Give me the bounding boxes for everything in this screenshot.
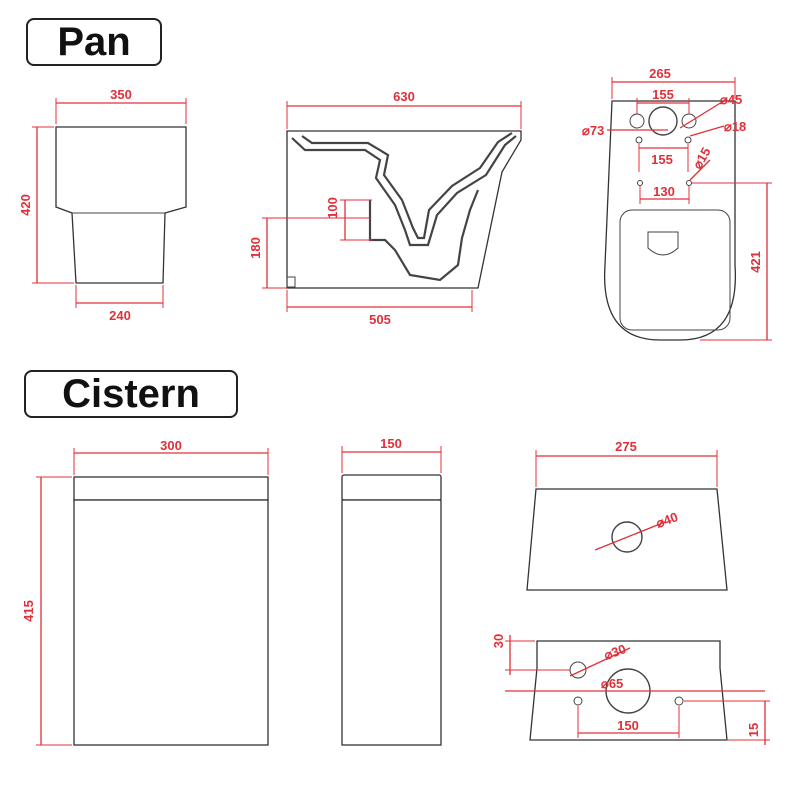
- dim-cistern-side-hole: ⌀30: [602, 641, 628, 663]
- dim-cistern-front-width: 300: [160, 438, 182, 453]
- dim-pan-outlet-height: 180: [248, 237, 263, 259]
- leader-45: [679, 101, 723, 129]
- dim-pan-outlet-size: 100: [325, 197, 340, 219]
- dim-cistern-offset-30: 30: [491, 634, 506, 648]
- dim-cistern-outlet-hole: ⌀65: [601, 676, 623, 691]
- pan-trapway-inner: [301, 132, 513, 240]
- pan-fixing-hole-left: [635, 136, 643, 144]
- cistern-base-view: 30 ⌀30 ⌀65 150 15: [491, 634, 770, 745]
- dim-pan-base-length: 505: [369, 312, 391, 327]
- pan-outlet-section: [368, 189, 480, 282]
- pan-top-view: 265 155 ⌀45 ⌀73 ⌀18 155 ⌀15 130 421: [582, 66, 772, 341]
- pan-base-foot: [286, 276, 296, 288]
- leader-40: [594, 521, 666, 551]
- pan-pin-hole-left: [637, 180, 643, 186]
- pan-fixing-hole-right: [684, 136, 692, 144]
- pan-center-hole: [648, 106, 678, 136]
- pan-side-view: 630 100 180 505: [248, 89, 522, 327]
- dim-pan-side-length: 630: [393, 89, 415, 104]
- cistern-bolt-hole-right: [674, 696, 684, 706]
- cistern-top-outline: [526, 488, 728, 591]
- dim-cistern-top-width: 275: [615, 439, 637, 454]
- cistern-section-label: Cistern: [24, 370, 238, 418]
- pan-front-outline: [55, 126, 187, 284]
- dim-pan-fixing-spacing: 155: [651, 152, 673, 167]
- dim-pan-pin-spacing: 130: [653, 184, 675, 199]
- cistern-front-lid: [73, 476, 269, 501]
- dim-cistern-front-height: 415: [21, 600, 36, 622]
- cistern-top-view: 275 ⌀40: [526, 439, 728, 591]
- pan-pin-hole-right: [686, 180, 692, 186]
- dim-pan-front-bottom-width: 240: [109, 308, 131, 323]
- cistern-button-hole: [611, 521, 643, 553]
- cistern-side-lid: [341, 474, 442, 501]
- dim-cistern-bolt-spacing: 150: [617, 718, 639, 733]
- dim-cistern-side-depth: 150: [380, 436, 402, 451]
- dim-pan-tiny-hole: ⌀18: [724, 119, 746, 134]
- pan-bowl-opening: [619, 209, 731, 331]
- leader-18: [689, 125, 725, 137]
- dim-pan-small-hole: ⌀45: [720, 92, 742, 107]
- dim-pan-depth: 421: [748, 251, 763, 273]
- cistern-bolt-hole-left: [573, 696, 583, 706]
- dim-pan-center-hole: ⌀73: [582, 123, 604, 138]
- leader-15: [689, 159, 711, 181]
- dim-pan-top-width: 265: [649, 66, 671, 81]
- cistern-front-view: 300 415: [21, 438, 269, 746]
- cistern-side-body: [341, 499, 442, 746]
- dim-cistern-button-hole: ⌀40: [654, 509, 680, 531]
- pan-front-view: 350 420 240: [18, 87, 187, 323]
- dim-pan-front-top-width: 350: [110, 87, 132, 102]
- dim-pan-front-height: 420: [18, 194, 33, 216]
- pan-trapway-section: [291, 135, 517, 247]
- cistern-side-view: 150: [341, 436, 442, 746]
- cistern-front-body: [73, 499, 269, 746]
- pan-top-outline: [603, 100, 737, 341]
- leader-30: [569, 647, 631, 677]
- pan-section-label: Pan: [26, 18, 162, 66]
- dim-pan-hole-spacing: 155: [652, 87, 674, 102]
- pan-bowl-outlet: [647, 231, 679, 256]
- dim-cistern-offset-15: 15: [746, 723, 761, 737]
